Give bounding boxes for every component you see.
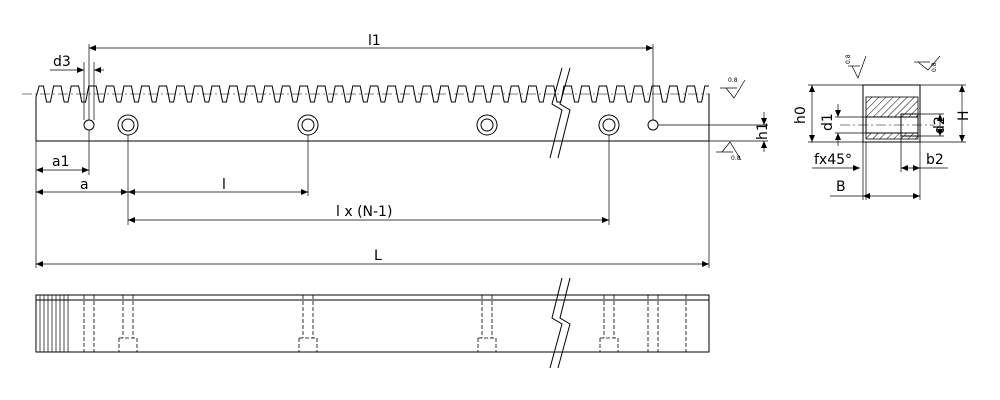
mounting-hole-3	[476, 114, 498, 136]
tooth-end-lines	[39, 295, 69, 352]
label-l: l	[222, 177, 226, 193]
rack-teeth	[35, 85, 709, 103]
label-B: B	[836, 179, 846, 195]
label-a: a	[80, 177, 89, 193]
mounting-hole-4	[598, 114, 620, 136]
svg-text:0.8: 0.8	[731, 155, 741, 162]
finish-mark-section-left: 0.8	[845, 54, 867, 79]
hidden-hole-2	[298, 295, 318, 352]
mounting-hole-1	[117, 114, 139, 136]
label-a1: a1	[52, 154, 70, 170]
label-d1: d1	[820, 113, 836, 131]
break-symbol-2	[557, 67, 571, 159]
label-lxn: l x (N-1)	[336, 204, 392, 220]
hidden-hole-3	[477, 295, 497, 352]
bottom-break-symbol	[549, 277, 563, 369]
front-view: l1 d3 a1 a l l x (N-1) L h1	[22, 33, 771, 268]
hidden-hole-1	[118, 295, 138, 352]
svg-text:0.8: 0.8	[728, 77, 738, 84]
label-H: H	[956, 110, 972, 121]
label-l1: l1	[368, 33, 381, 49]
label-b2: b2	[926, 152, 944, 168]
finish-mark-section-right: 0.8	[914, 55, 941, 72]
bottom-view	[35, 277, 710, 369]
label-d2: d2	[932, 116, 948, 134]
bottom-view-outline	[35, 294, 710, 353]
pin-hole-right	[647, 119, 659, 131]
section-view: h0 d1 d2 H fx45° b2 B	[793, 54, 972, 200]
svg-text:0.8: 0.8	[845, 54, 852, 64]
finish-mark-bottom: 0.8	[716, 141, 742, 162]
section-outline	[862, 84, 921, 143]
finish-mark-top: 0.8	[720, 77, 746, 99]
svg-text:0.8: 0.8	[931, 62, 938, 72]
label-L: L	[374, 248, 382, 264]
label-h0: h0	[793, 106, 809, 124]
pin-hole-left	[83, 119, 95, 131]
break-symbol	[549, 67, 563, 159]
label-fx45: fx45°	[814, 152, 852, 168]
label-h1: h1	[755, 122, 771, 140]
label-d3: d3	[53, 54, 71, 70]
hidden-hole-4	[599, 295, 619, 352]
mounting-hole-2	[297, 114, 319, 136]
